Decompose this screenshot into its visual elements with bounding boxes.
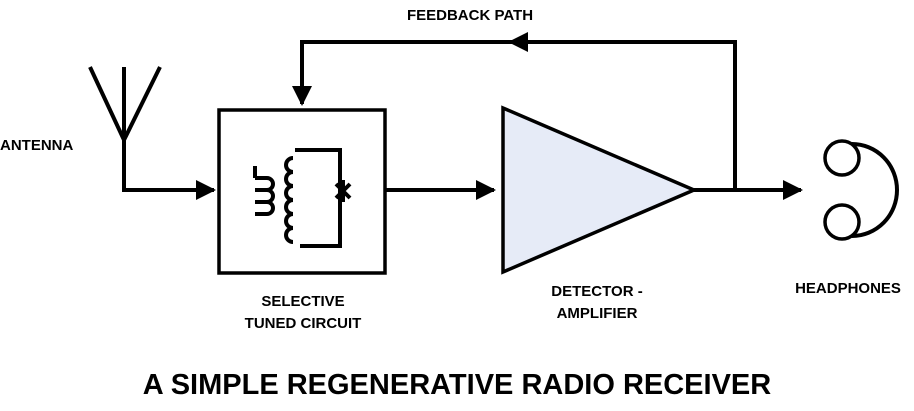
feedback-wire — [508, 32, 737, 190]
headphones-label: HEADPHONES — [795, 280, 901, 297]
antenna-label: ANTENNA — [0, 137, 73, 154]
detector-label-line2: AMPLIFIER — [557, 305, 638, 322]
selective-tuned-circuit-block — [217, 108, 387, 275]
selective-label-line2: TUNED CIRCUIT — [245, 315, 362, 332]
triangle-amplifier-icon — [501, 105, 699, 275]
detector-label-line1: DETECTOR - — [551, 283, 642, 300]
diagram-title: A SIMPLE REGENERATIVE RADIO RECEIVER — [143, 369, 771, 401]
antenna-icon — [88, 66, 162, 190]
feedback-wire-return — [292, 40, 512, 106]
selective-label-line1: SELECTIVE — [261, 293, 344, 310]
headphones-icon — [823, 139, 899, 241]
coil-icon — [253, 148, 352, 248]
feedback-path-label: FEEDBACK PATH — [407, 7, 533, 24]
